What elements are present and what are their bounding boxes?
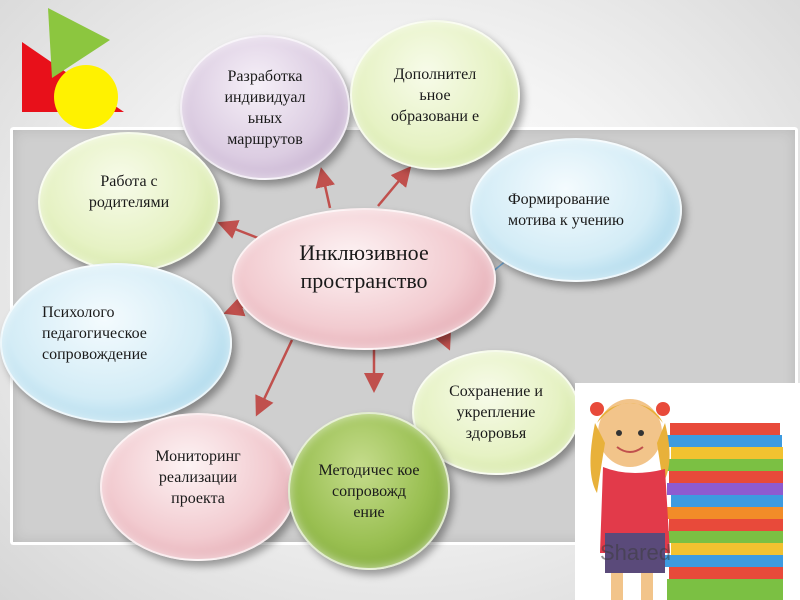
center-label: Инклюзивное пространство <box>299 240 429 293</box>
watermark: Shared <box>600 540 671 566</box>
node-label: Психолого педагогическое сопровождение <box>42 303 148 363</box>
watermark-text: Shared <box>600 540 671 565</box>
node-label: Методичес кое сопровожд ение <box>318 461 420 521</box>
node-methodical-support: Методичес кое сопровожд ение <box>288 412 450 570</box>
node-health: Сохранение и укрепление здоровья <box>412 350 580 475</box>
node-label: Работа с родителями <box>88 173 170 211</box>
node-label: Сохранение и укрепление здоровья <box>449 383 543 442</box>
green-triangle <box>48 8 110 78</box>
node-label: Формирование мотива к учению <box>508 191 624 229</box>
illustration-graphic <box>590 399 783 600</box>
node-label: Дополнител ьное образовани е <box>390 65 480 125</box>
node-individual-routes: Разработка индивидуал ьных маршрутов <box>180 35 350 180</box>
node-label: Разработка индивидуал ьных маршрутов <box>224 67 306 148</box>
node-psych-support: Психолого педагогическое сопровождение <box>0 263 232 423</box>
node-learning-motivation: Формирование мотива к учению <box>470 138 682 282</box>
node-label: Мониторинг реализации проекта <box>155 447 241 507</box>
node-monitoring: Мониторинг реализации проекта <box>100 413 296 561</box>
node-work-with-parents: Работа с родителями <box>38 132 220 272</box>
girl-with-books-illustration <box>575 383 800 600</box>
node-inclusive-space: Инклюзивное пространство <box>232 208 496 350</box>
yellow-circle <box>54 65 118 129</box>
decorative-shapes <box>22 8 124 129</box>
node-additional-education: Дополнител ьное образовани е <box>350 20 520 170</box>
